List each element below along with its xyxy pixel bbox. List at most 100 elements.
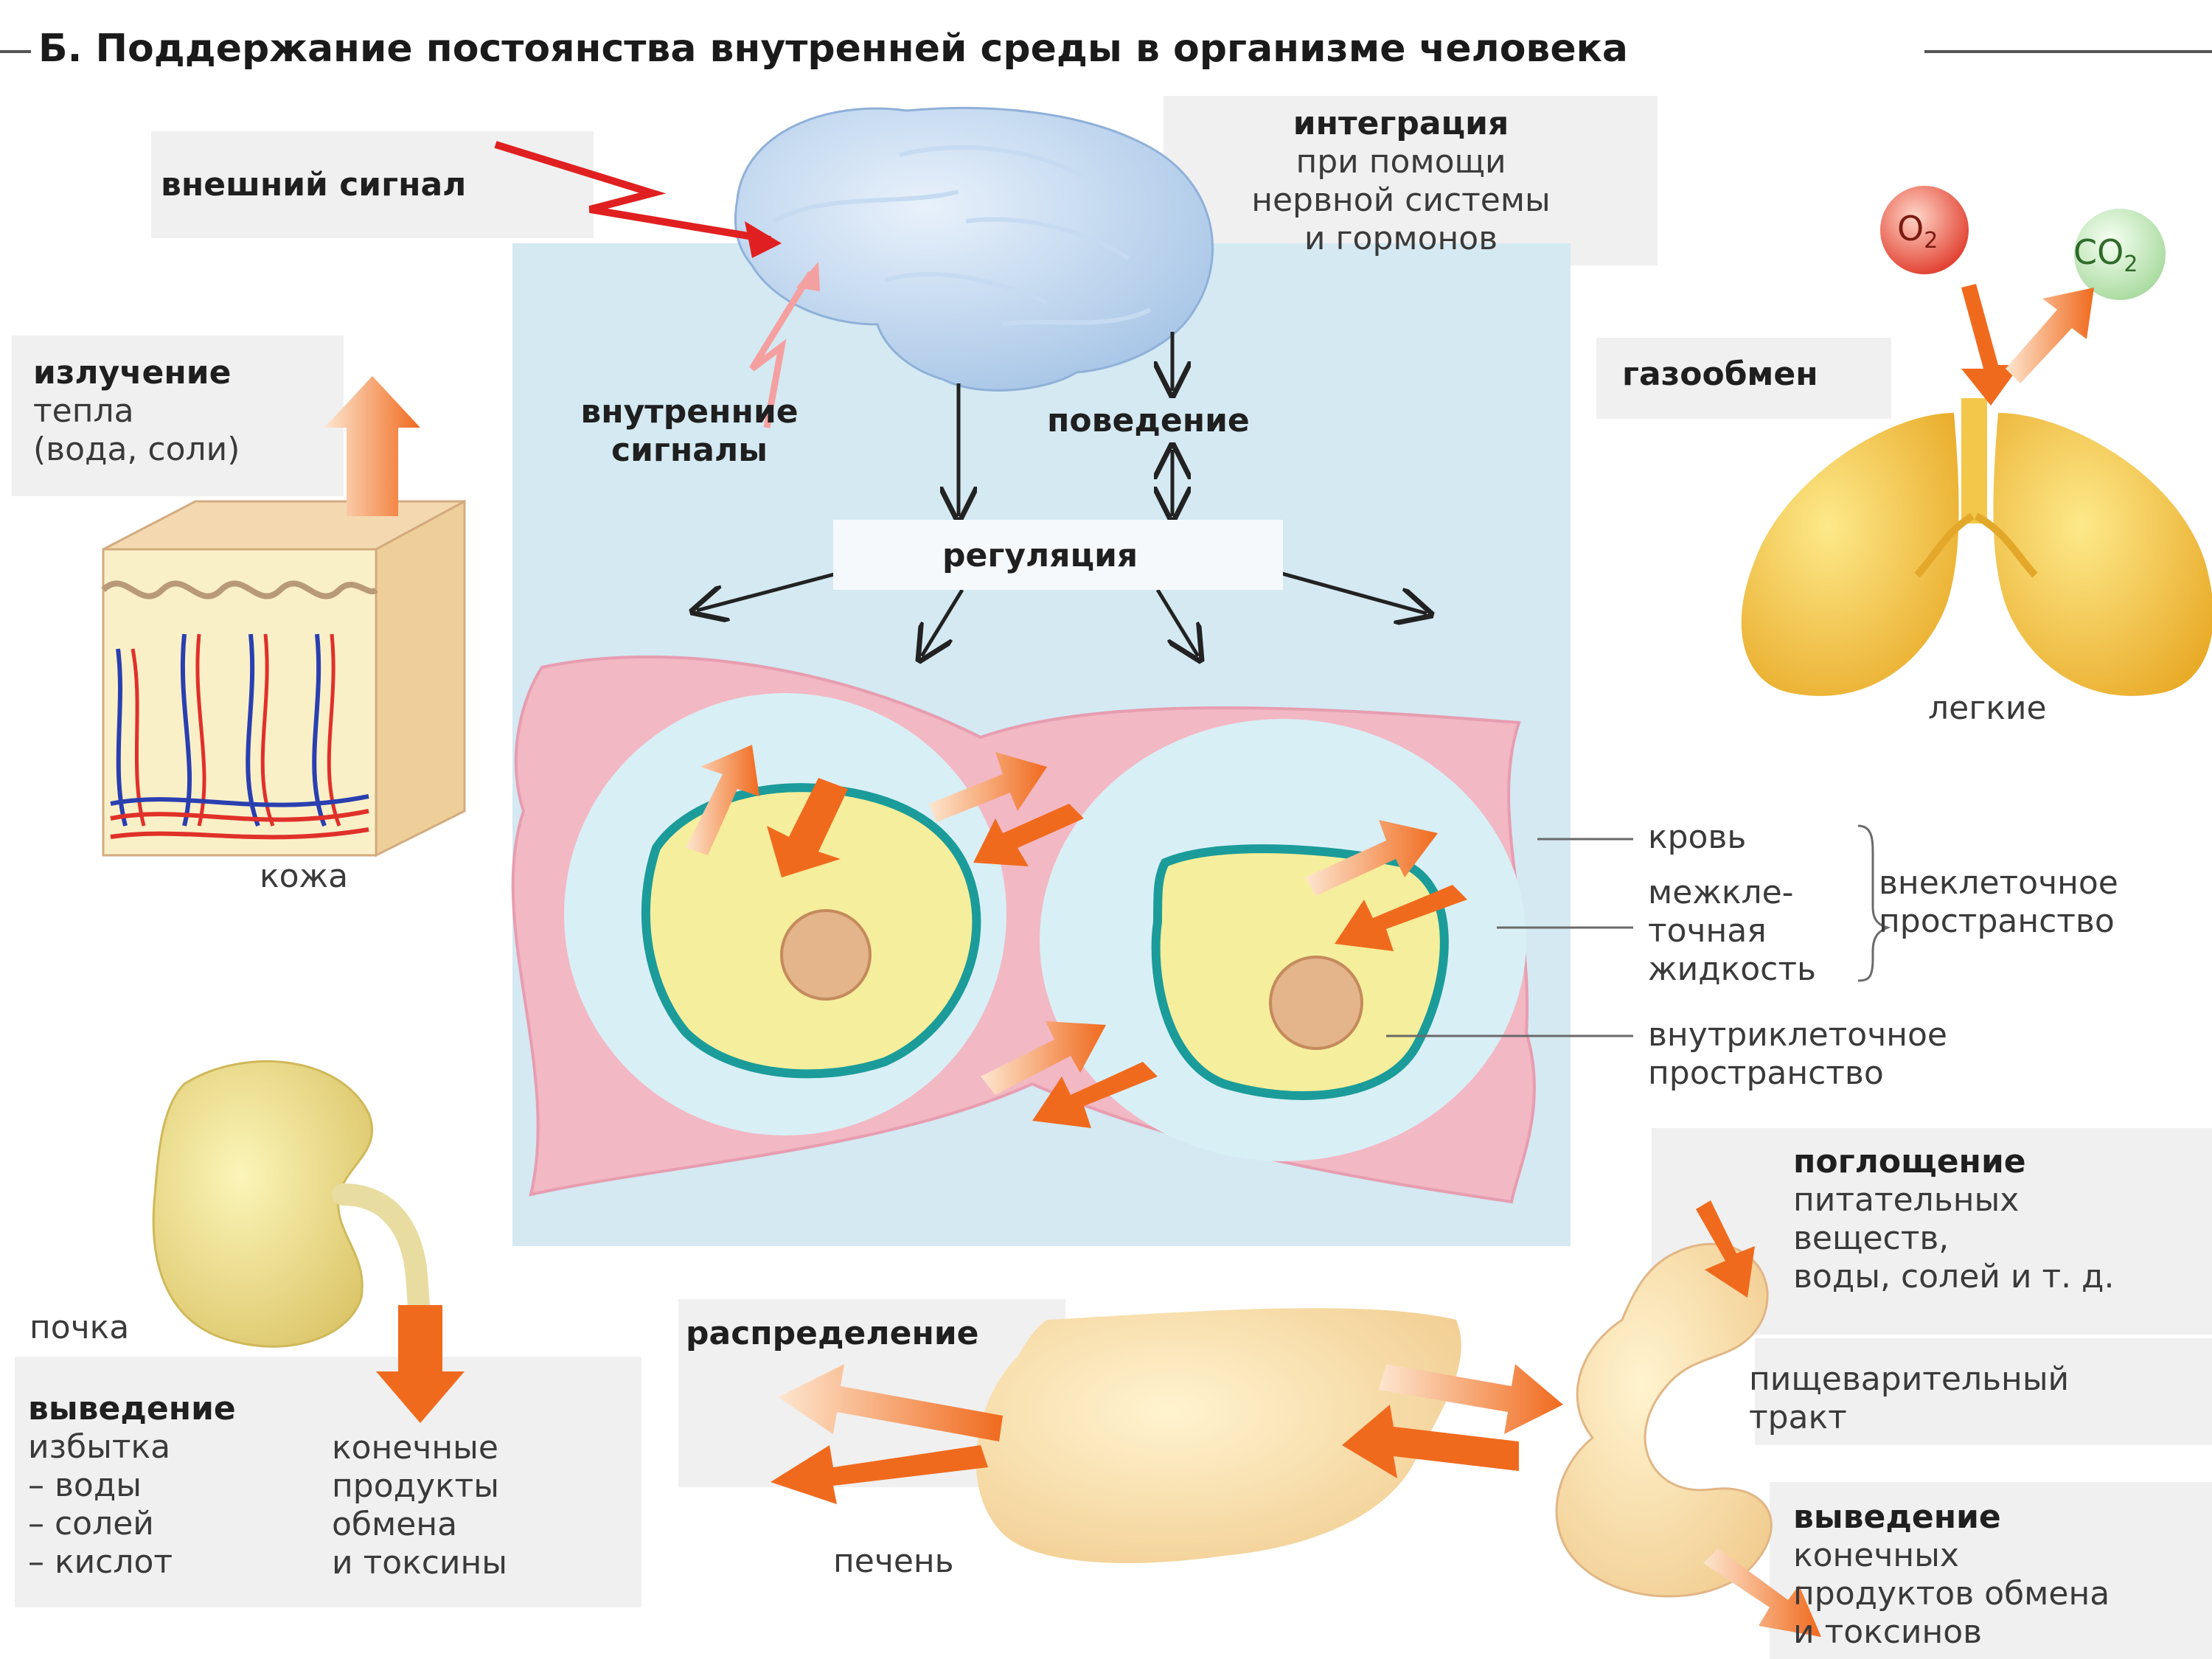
skin-label: кожа	[260, 858, 349, 895]
blood-label: кровь	[1648, 818, 1747, 856]
plate-radiation	[12, 335, 344, 496]
digest-excretion-line-2: продуктов обмена	[1793, 1575, 2110, 1613]
nucleus-right	[1269, 956, 1363, 1050]
digest-excretion-block: выведение конечных продуктов обмена и то…	[1793, 1498, 2110, 1652]
kidney-excretion-title: выведение	[28, 1390, 236, 1427]
interstitial-line-3: жидкость	[1648, 950, 1816, 988]
lungs-label: легкие	[1928, 689, 2047, 727]
digest-excretion-title: выведение	[1793, 1498, 2001, 1536]
skin-illustration	[101, 499, 466, 858]
tract-to-liver-arrow-1	[1379, 1364, 1563, 1434]
radiation-title: излучение	[33, 354, 232, 392]
o2-label: O2	[1897, 209, 1938, 254]
digest-excretion-line-3: и токсинов	[1793, 1613, 1983, 1651]
kidney-label: почка	[29, 1309, 130, 1346]
excretion-arrow	[1703, 1548, 1821, 1637]
lungs-illustration	[1741, 398, 2212, 696]
kidney-excess-line-1: избытка	[28, 1428, 171, 1466]
radiation-line-2: (вода, соли)	[33, 431, 240, 468]
co2-subscript: 2	[2124, 251, 2138, 278]
interstitial-block: межкле- точная жидкость	[1648, 874, 1816, 989]
regulation-arrow-1	[697, 566, 860, 611]
extracellular-line-2: пространство	[1879, 902, 2115, 940]
o2-in-arrow	[1961, 284, 2020, 406]
integration-line-2: нервной системы	[1251, 181, 1551, 219]
internal-signals-line-2: сигналы	[611, 431, 768, 469]
brain-illustration	[734, 107, 1214, 392]
absorption-line-3: воды, солей и т. д.	[1793, 1258, 2115, 1295]
title-rule-left	[0, 50, 31, 53]
kidney-illustration	[152, 1060, 374, 1348]
radiation-line-1: тепла	[33, 392, 134, 430]
regulation-arrow-4	[1260, 566, 1427, 613]
absorption-block: поглощение питательных веществ, воды, со…	[1793, 1143, 2114, 1296]
absorption-line-1: питательных	[1793, 1181, 2020, 1219]
kidney-excretion-arrow	[376, 1305, 465, 1423]
plate-kidney-excretion	[15, 1357, 641, 1607]
intracellular-block: внутриклеточное пространство	[1648, 1016, 1947, 1093]
kidney-excess-line-2: – воды	[28, 1467, 142, 1504]
tract-line-1: пищеварительный	[1749, 1360, 2070, 1398]
radiation-block: излучение тепла (вода, соли)	[33, 354, 240, 469]
plate-excretion-digest	[1770, 1482, 2212, 1659]
behavior-label: поведение	[1047, 402, 1250, 439]
gas-exchange-label: газообмен	[1622, 355, 1818, 393]
intracellular-line-1: внутриклеточное	[1648, 1016, 1947, 1054]
co2-bubble	[2074, 209, 2166, 300]
tract-line-2: тракт	[1749, 1399, 1847, 1436]
intestine-illustration	[1555, 1242, 1773, 1598]
absorption-title: поглощение	[1793, 1143, 2026, 1180]
tract-block: пищеварительный тракт	[1749, 1360, 2069, 1437]
interstitial-line-1: межкле-	[1648, 874, 1794, 911]
extracellular-brace	[1857, 824, 1891, 982]
skin-radiation-arrow	[324, 376, 420, 516]
integration-title: интеграция	[1293, 105, 1509, 142]
kidney-excretion-block: выведение избытка – воды – солей – кисло…	[28, 1390, 236, 1582]
co2-out-arrow	[2006, 288, 2094, 383]
regulation-label: регуляция	[942, 537, 1138, 574]
extracellular-line-1: внеклеточное	[1879, 864, 2118, 902]
liver-label: печень	[833, 1543, 954, 1580]
title-row: Б. Поддержание постоянства внутренней ср…	[0, 22, 2212, 81]
external-signal-label: внешний сигнал	[161, 166, 467, 204]
internal-signals-line-1: внутренние	[580, 393, 799, 431]
o2-bubble	[1880, 186, 1969, 274]
absorption-line-2: веществ,	[1793, 1220, 1950, 1257]
digest-excretion-line-1: конечных	[1793, 1537, 1959, 1574]
plate-tract	[1755, 1338, 2212, 1445]
integration-line-3: и гормонов	[1304, 220, 1498, 257]
kidney-products-line-1: конечные	[332, 1429, 498, 1467]
external-signal-bolt	[494, 141, 771, 243]
integration-block: интеграция при помощи нервной системы и …	[1180, 105, 1622, 258]
kidney-excess-line-4: – кислот	[28, 1543, 173, 1581]
co2-text: CO	[2073, 232, 2124, 272]
tract-to-liver-arrow-2	[1342, 1405, 1519, 1478]
regulation-arrow-3	[1155, 588, 1198, 656]
o2-text: O	[1897, 209, 1924, 248]
plate-gas-exchange	[1596, 338, 1891, 419]
distribution-arrow-1	[778, 1364, 1003, 1441]
title-rule-right	[1924, 50, 2212, 53]
ureter	[332, 1183, 431, 1338]
page-title: Б. Поддержание постоянства внутренней ср…	[38, 27, 1628, 71]
kidney-products-line-3: обмена	[332, 1506, 458, 1543]
internal-signal-bolt	[749, 271, 814, 428]
kidney-products-line-2: продукты	[332, 1467, 500, 1505]
intracellular-line-2: пространство	[1648, 1054, 1884, 1092]
kidney-products-line-4: и токсины	[332, 1544, 508, 1582]
distribution-arrow-2	[771, 1445, 988, 1504]
external-signal-arrowhead	[745, 221, 782, 258]
co2-label: CO2	[2073, 232, 2138, 277]
kidney-products-block: конечные продукты обмена и токсины	[332, 1429, 507, 1582]
regulation-arrow-2	[922, 588, 964, 656]
interstitial-line-2: точная	[1648, 912, 1767, 950]
regulation-plate	[833, 520, 1283, 590]
integration-line-1: при помощи	[1295, 143, 1506, 181]
extracellular-block: внеклеточное пространство	[1879, 864, 2118, 941]
o2-subscript: 2	[1924, 228, 1938, 254]
liver-illustration	[975, 1308, 1461, 1563]
absorption-arrow	[1696, 1200, 1755, 1298]
distribution-label: распределение	[686, 1315, 979, 1352]
nucleus-left	[780, 909, 872, 1001]
